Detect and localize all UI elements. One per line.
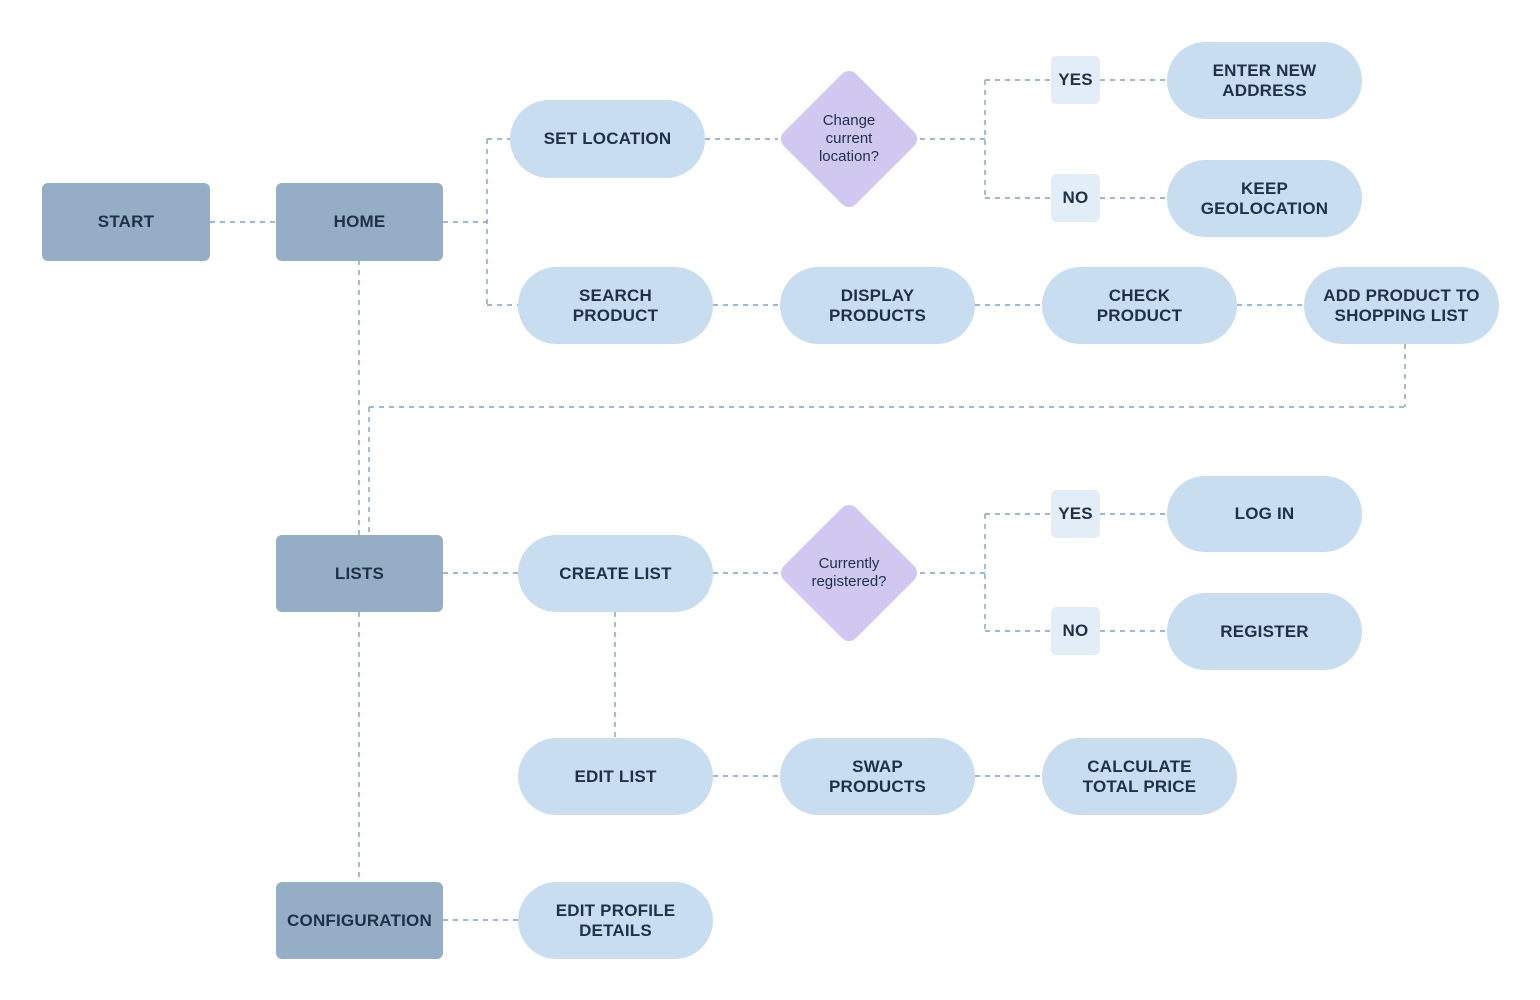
display-products-node: DISPLAY PRODUCTS: [780, 267, 975, 344]
home-node: HOME: [276, 183, 443, 261]
swap-products-node: SWAP PRODUCTS: [780, 738, 975, 815]
change-location-label: Change current location?: [818, 112, 880, 165]
yes-option-location: YES: [1051, 56, 1100, 104]
create-list-node: CREATE LIST: [518, 535, 713, 612]
enter-new-address-node: ENTER NEW ADDRESS: [1167, 42, 1362, 119]
start-node: START: [42, 183, 210, 261]
register-node: REGISTER: [1167, 593, 1362, 670]
lists-node: LISTS: [276, 535, 443, 612]
check-product-node: CHECK PRODUCT: [1042, 267, 1237, 344]
currently-registered-label: Currently registered?: [811, 555, 887, 590]
set-location-node: SET LOCATION: [510, 100, 705, 178]
edit-profile-details-node: EDIT PROFILE DETAILS: [518, 882, 713, 959]
edit-list-node: EDIT LIST: [518, 738, 713, 815]
no-option-registered: NO: [1051, 607, 1100, 655]
currently-registered-decision: Currently registered?: [776, 500, 922, 646]
log-in-node: LOG IN: [1167, 476, 1362, 552]
no-option-location: NO: [1051, 174, 1100, 222]
search-product-node: SEARCH PRODUCT: [518, 267, 713, 344]
keep-geolocation-node: KEEP GEOLOCATION: [1167, 160, 1362, 237]
configuration-node: CONFIGURATION: [276, 882, 443, 959]
calculate-total-price-node: CALCULATE TOTAL PRICE: [1042, 738, 1237, 815]
yes-option-registered: YES: [1051, 490, 1100, 538]
change-location-decision: Change current location?: [776, 66, 922, 212]
add-product-node: ADD PRODUCT TO SHOPPING LIST: [1304, 267, 1499, 344]
